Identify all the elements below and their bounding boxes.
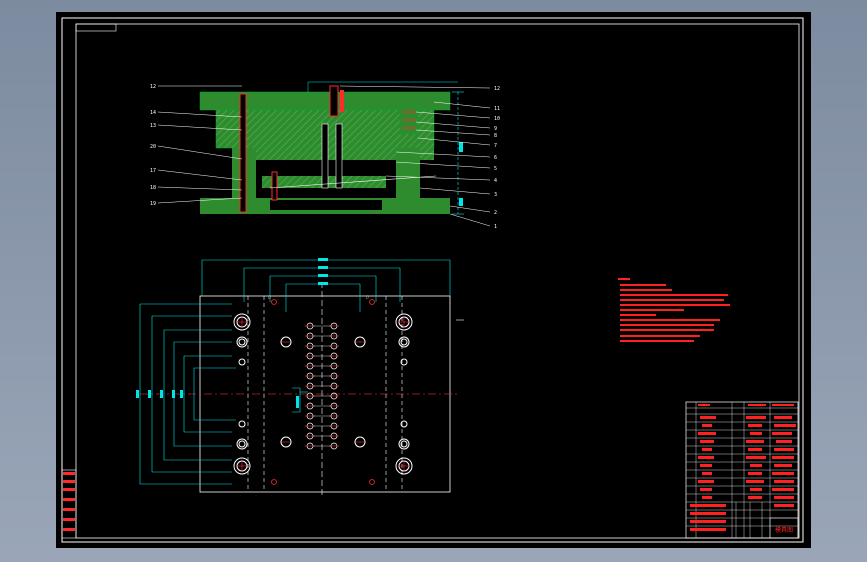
section-view [199, 81, 464, 215]
guide-pillar [399, 103, 419, 135]
callout-label: 8 [494, 133, 497, 139]
callout-label: 2 [494, 210, 497, 216]
callout-label: 4 [494, 178, 497, 184]
leaders-left [157, 85, 243, 204]
callout-label: 11 [494, 106, 500, 112]
left-margin-strip [61, 469, 77, 539]
callout-label: 10 [494, 116, 500, 122]
svg-text:□: □ [268, 294, 271, 299]
callout-label: 1 [494, 224, 497, 230]
callout-label: 13 [150, 123, 156, 129]
callout-label: 20 [150, 144, 156, 150]
callout-label: 6 [494, 155, 497, 161]
leaders-right [339, 85, 491, 227]
callout-label: 7 [494, 143, 497, 149]
inner-frame [75, 23, 800, 539]
callout-label: 12 [494, 86, 500, 92]
mold-assembly-drawing: 12 14 13 20 17 18 19 12 11 10 9 8 7 6 5 … [61, 17, 804, 543]
cad-drawing-viewport[interactable]: 12 14 13 20 17 18 19 12 11 10 9 8 7 6 5 … [56, 12, 811, 548]
sprue-bushing [329, 85, 339, 117]
outer-frame [61, 17, 804, 543]
technical-notes [618, 278, 730, 342]
support-right [396, 148, 420, 200]
drawing-number-box [75, 23, 117, 32]
return-pin-left [239, 93, 247, 213]
callout-label: 3 [494, 192, 497, 198]
svg-text:□: □ [366, 294, 369, 299]
callout-label: 18 [150, 185, 156, 191]
title-block: 模具图 [685, 401, 799, 539]
title-block-stamp: 模具图 [775, 526, 793, 534]
callout-label: 5 [494, 166, 497, 172]
ejector-pin-grid [305, 322, 339, 450]
callouts-right: 12 11 10 9 8 7 6 5 4 3 2 1 [494, 86, 500, 230]
callout-label: 17 [150, 168, 156, 174]
plan-view: □□ [136, 258, 464, 498]
callout-label: 9 [494, 126, 497, 132]
callouts-left: 12 14 13 20 17 18 19 [150, 84, 156, 207]
callout-label: 14 [150, 110, 156, 116]
callout-label: 19 [150, 201, 156, 207]
callout-label: 12 [150, 84, 156, 90]
